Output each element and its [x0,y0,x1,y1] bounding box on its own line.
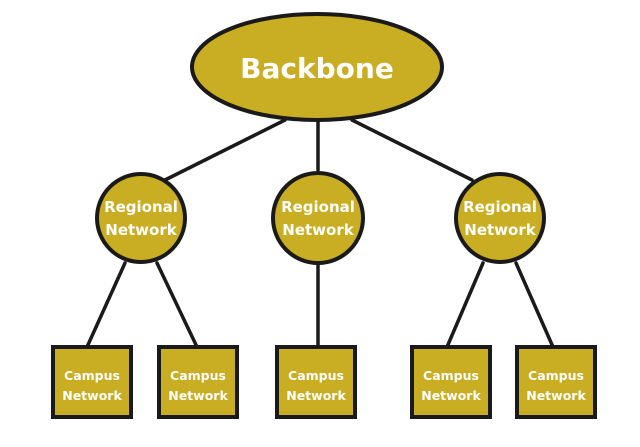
regional-label-line2: Network [464,221,536,239]
edge-backbone-regional-3 [350,118,474,182]
regional-label-line1: Regional [104,198,178,216]
campus-label-line1: Campus [64,368,120,383]
campus-node-1: Campus Network [51,345,133,419]
campus-label-line1: Campus [170,368,226,383]
campus-box [157,345,239,419]
campus-label-line1: Campus [288,368,344,383]
campus-box [51,345,133,419]
regional-node-3: Regional Network [454,172,546,264]
campus-box [515,345,597,419]
campus-label-line2: Network [62,388,122,403]
campus-label-line2: Network [526,388,586,403]
regional-node-2: Regional Network [271,171,365,265]
campus-box [410,345,492,419]
edge-regional-1-campus-2 [155,261,199,349]
edge-regional-1-campus-1 [85,261,127,349]
regional-label-line2: Network [282,221,354,239]
campus-node-3: Campus Network [275,345,357,419]
regional-circle [271,171,365,265]
regional-label-line1: Regional [281,198,355,216]
backbone-label: Backbone [240,52,394,85]
campus-box [275,345,357,419]
backbone-node: Backbone [190,12,444,122]
edge-backbone-regional-1 [163,118,287,182]
backbone-ellipse [190,12,444,122]
edges [85,118,555,349]
campus-node-4: Campus Network [410,345,492,419]
regional-label-line1: Regional [463,198,537,216]
regional-node-1: Regional Network [95,172,187,264]
campus-node-2: Campus Network [157,345,239,419]
regional-circle [454,172,546,264]
campus-label-line1: Campus [528,368,584,383]
edge-regional-3-campus-4 [445,261,485,349]
regional-label-line2: Network [105,221,177,239]
campus-label-line2: Network [286,388,346,403]
edge-regional-3-campus-5 [514,261,555,349]
campus-label-line1: Campus [423,368,479,383]
regional-circle [95,172,187,264]
campus-node-5: Campus Network [515,345,597,419]
campus-label-line2: Network [168,388,228,403]
campus-label-line2: Network [421,388,481,403]
